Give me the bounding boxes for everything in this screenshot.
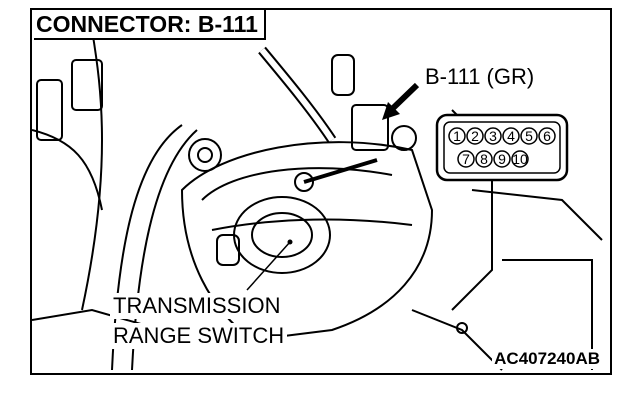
connector-pin-number: 5 bbox=[525, 128, 533, 144]
connector-pin bbox=[502, 127, 520, 145]
connector-pin bbox=[466, 127, 484, 145]
connector-b111-on-vehicle bbox=[351, 104, 389, 151]
connector-pin-number: 8 bbox=[480, 151, 488, 167]
connector-pin bbox=[457, 150, 475, 168]
connector-pin bbox=[484, 127, 502, 145]
connector-pin-number: 7 bbox=[462, 151, 470, 167]
connector-pin-number: 3 bbox=[489, 128, 497, 144]
page-title: CONNECTOR: B-111 bbox=[34, 10, 266, 40]
connector-pin-number: 10 bbox=[512, 151, 528, 167]
switch-lever-pivot bbox=[294, 172, 314, 192]
connector-pin bbox=[520, 127, 538, 145]
connector-pin-number: 4 bbox=[507, 128, 515, 144]
connector-pin bbox=[448, 127, 466, 145]
connector-pin-number: 2 bbox=[471, 128, 479, 144]
connector-pin bbox=[475, 150, 493, 168]
connector-pin bbox=[538, 127, 556, 145]
connector-pin-number: 9 bbox=[498, 151, 506, 167]
connector-pin bbox=[511, 150, 529, 168]
connector-pin-number: 1 bbox=[453, 128, 461, 144]
connector-label: B-111 (GR) bbox=[422, 64, 538, 90]
connector-pin-number: 6 bbox=[543, 128, 551, 144]
callout-leader-line bbox=[246, 241, 291, 291]
arrow-to-connector bbox=[386, 82, 420, 115]
callout-transmission: TRANSMISSION bbox=[110, 293, 284, 319]
transmission-housing bbox=[180, 141, 434, 342]
connector-pin bbox=[493, 150, 511, 168]
callout-range-switch: RANGE SWITCH bbox=[110, 323, 288, 349]
figure-code: AC407240AB bbox=[492, 349, 602, 369]
